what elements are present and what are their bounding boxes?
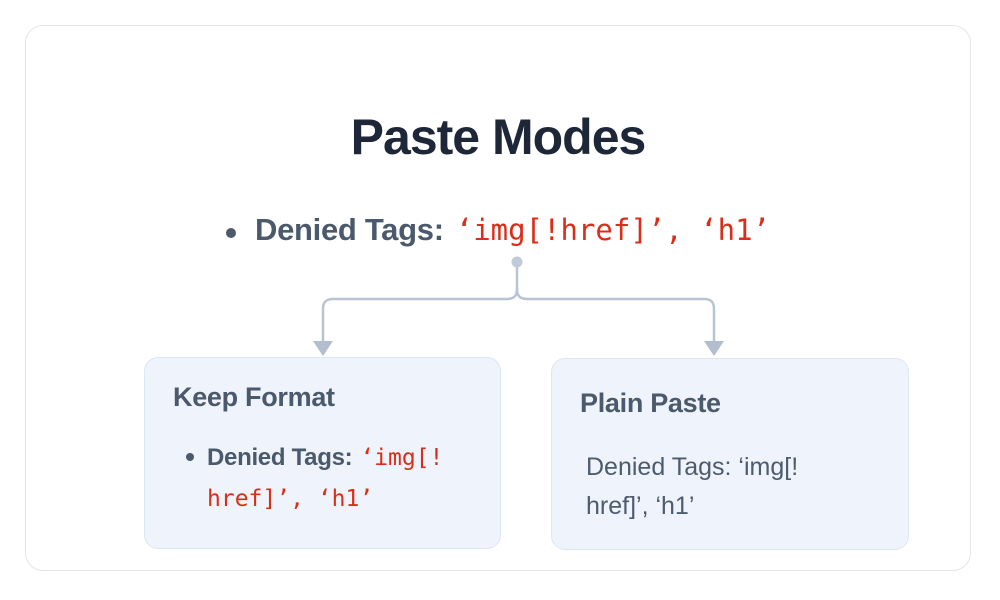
arrowhead-right-icon	[704, 341, 724, 356]
denied-tags-code-line1: ‘img[!	[360, 445, 444, 471]
page-title: Paste Modes	[350, 109, 647, 165]
arrowhead-left-icon	[313, 341, 333, 356]
plain-paste-body: Denied Tags: ‘img[! href]’, ‘h1’	[580, 448, 886, 526]
plain-paste-body-line2: href]’, ‘h1’	[586, 492, 695, 520]
plain-paste-body-line1: Denied Tags: ‘img[!	[586, 453, 799, 481]
connector-left-branch	[321, 287, 519, 344]
plain-paste-title: Plain Paste	[580, 388, 721, 418]
connector-origin-dot	[511, 256, 523, 268]
node-plain-paste: Plain Paste Denied Tags: ‘img[! href]’, …	[551, 358, 909, 550]
denied-tags-label: Denied Tags:	[207, 444, 353, 471]
connector-right-branch	[515, 287, 716, 344]
bullet-icon	[186, 453, 194, 461]
denied-tags-code: ‘img[!href]’, ‘h1’	[455, 213, 771, 247]
bullet-icon	[225, 228, 236, 238]
root-bullet-item: Denied Tags: ‘img[!href]’, ‘h1’	[26, 212, 970, 248]
keep-format-title: Keep Format	[173, 382, 335, 412]
diagram-card: Paste Modes Denied Tags: ‘img[!href]’, ‘…	[25, 25, 971, 571]
node-keep-format: Keep Format Denied Tags: ‘img[! href]’, ‘…	[144, 357, 501, 549]
keep-format-bullet-item: Denied Tags: ‘img[! href]’, ‘h1’	[173, 438, 478, 519]
denied-tags-label: Denied Tags:	[254, 212, 444, 247]
denied-tags-code-line2: href]’, ‘h1’	[207, 486, 374, 512]
